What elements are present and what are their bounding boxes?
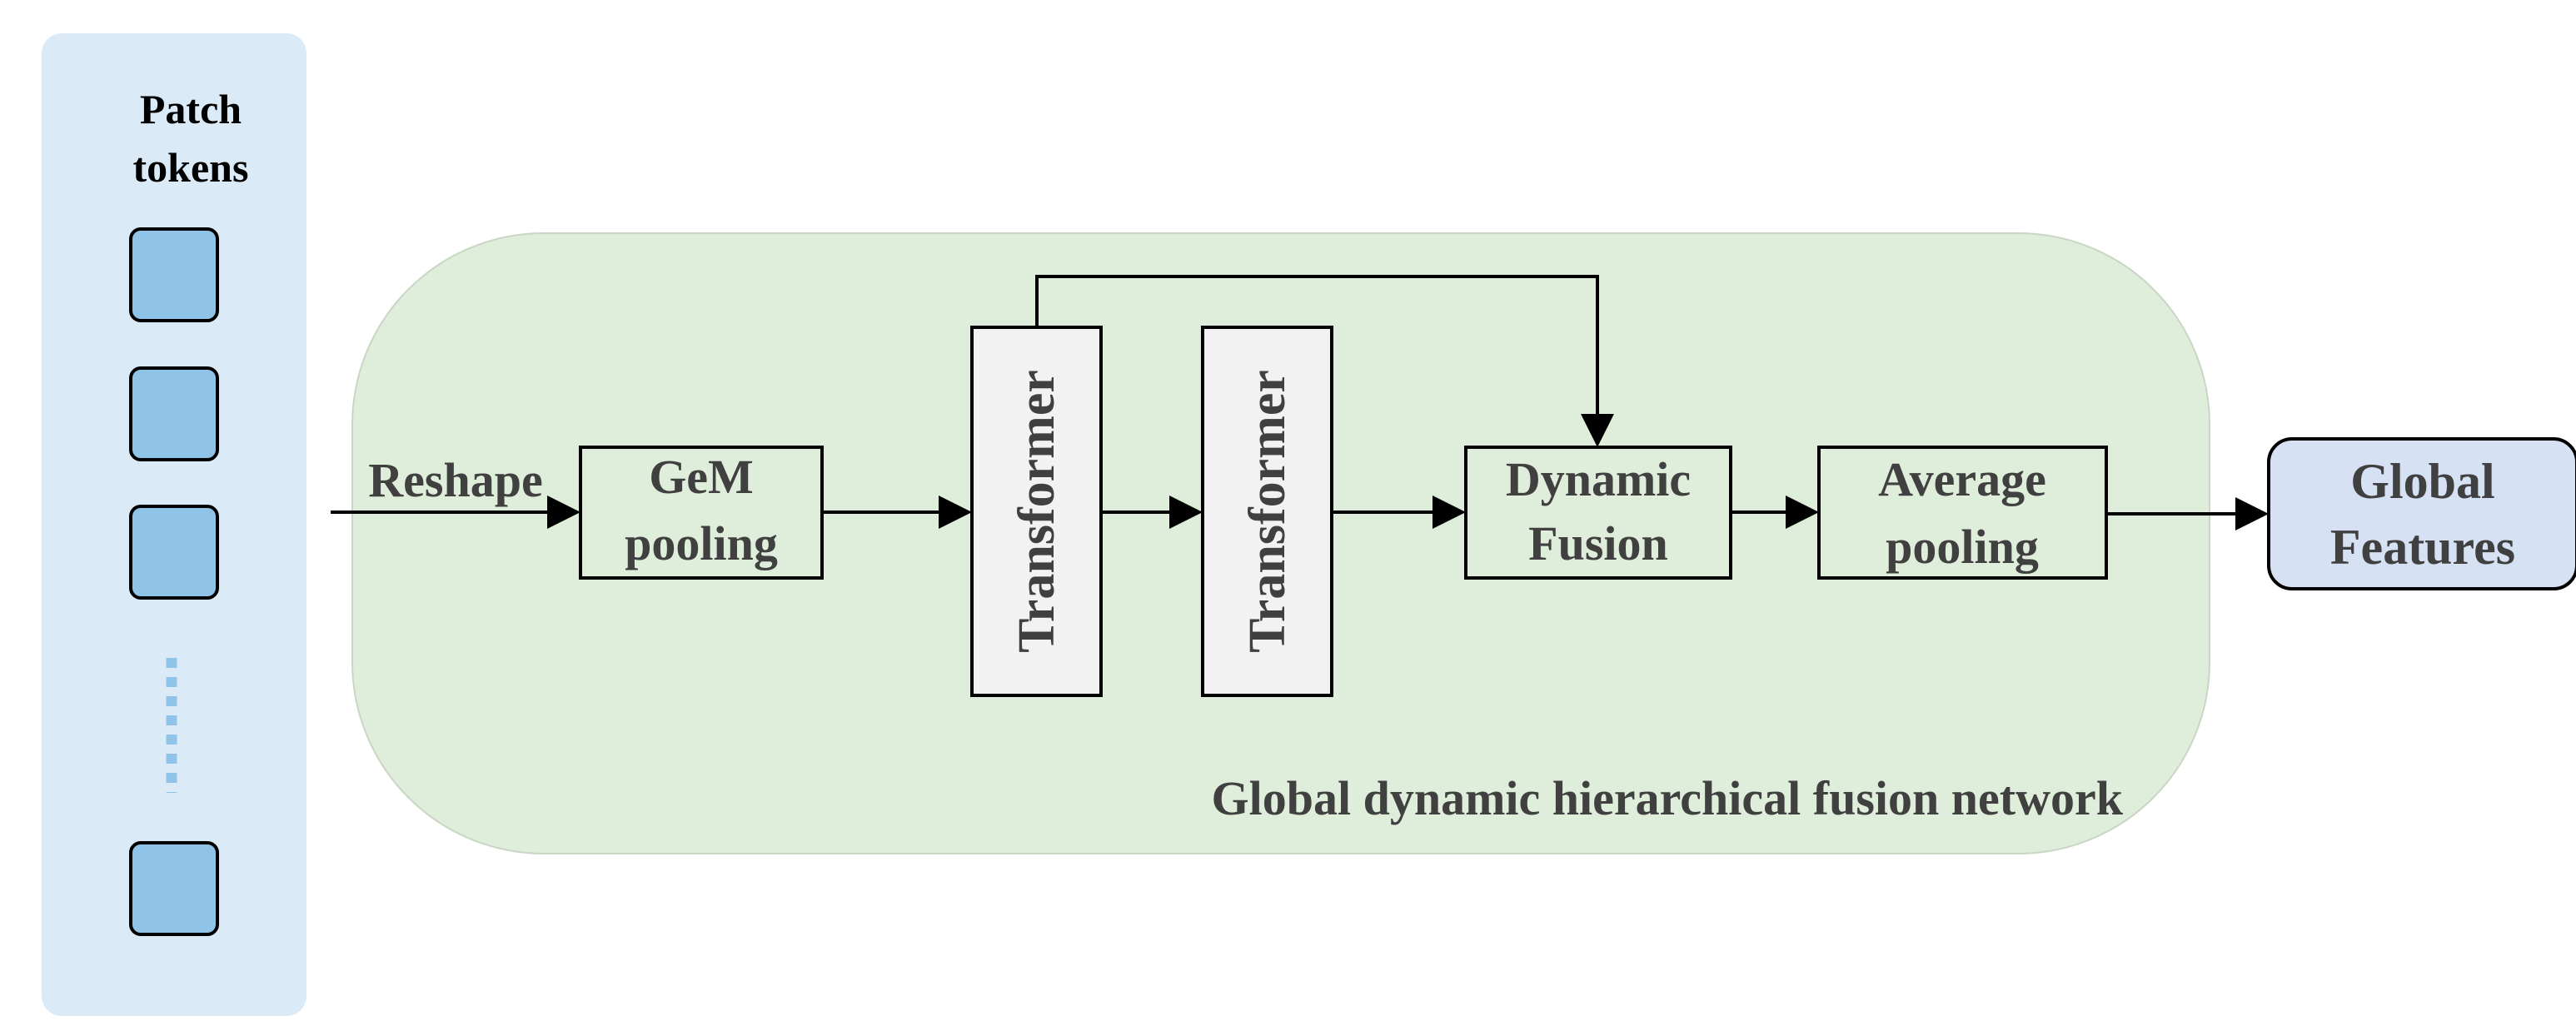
patch-tokens-panel: Patch tokens — [42, 33, 306, 1016]
global-features-box — [2267, 437, 2576, 590]
patch-token — [129, 366, 219, 461]
transformer-1-box — [970, 326, 1103, 697]
reshape-label: Reshape — [368, 453, 542, 507]
global-features-line2: Features — [2330, 520, 2515, 575]
skip-connection-arrow — [1035, 275, 1614, 447]
transformer-2-box — [1201, 326, 1333, 697]
dynamic-fusion-line2: Fusion — [1528, 516, 1668, 570]
dynamic-fusion-line1: Dynamic — [1506, 452, 1691, 506]
dynamic-fusion-box — [1464, 446, 1732, 580]
transformer-2-label: Transformer — [1239, 370, 1296, 653]
average-pooling-line1: Average — [1878, 452, 2046, 506]
global-features-output: Global Features — [2267, 437, 2576, 590]
average-pooling-line2: pooling — [1886, 520, 2039, 574]
patch-token — [129, 841, 219, 936]
patch-tokens-title-line1: Patch — [140, 86, 242, 132]
gem-pooling-box — [579, 446, 824, 580]
global-features-line1: Global — [2350, 454, 2494, 509]
fusion-network: Global dynamic hierarchical fusion netwo… — [331, 232, 2210, 854]
gem-pooling-line1: GeM — [649, 450, 754, 504]
patch-token — [129, 227, 219, 322]
gem-pooling-line2: pooling — [625, 516, 778, 570]
average-pooling-box — [1817, 446, 2108, 580]
patch-tokens-title-line2: tokens — [133, 144, 249, 191]
transformer-1-label: Transformer — [1009, 370, 1065, 653]
patch-token — [129, 505, 219, 600]
network-label: Global dynamic hierarchical fusion netwo… — [1211, 771, 2123, 825]
